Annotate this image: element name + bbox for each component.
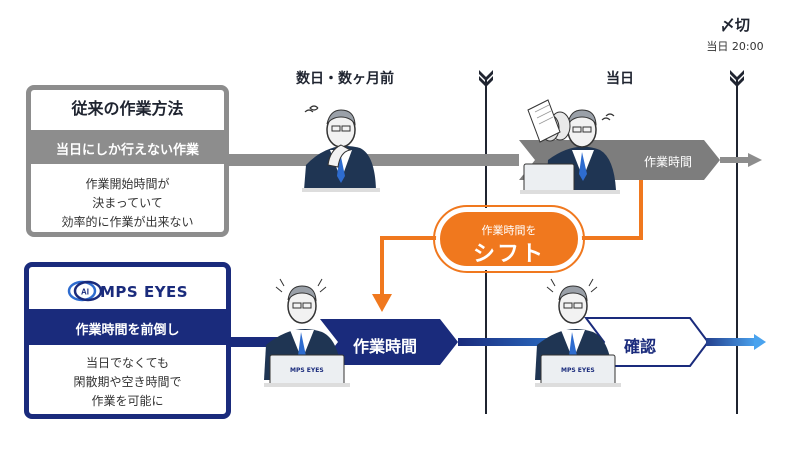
confirm-label: 確認 xyxy=(623,337,656,356)
mps-work-time-label: 作業時間 xyxy=(352,337,417,356)
days-before-label: 数日・数ヶ月前 xyxy=(296,71,394,87)
mps-band-text: 作業時間を前倒し xyxy=(75,323,180,338)
mps-logo-icon: AI xyxy=(67,280,103,302)
chevron-marker-today xyxy=(479,70,493,87)
mps-description: 当日でなくても 閑散期や空き時間で 作業を可能に xyxy=(73,356,182,408)
deadline-label: 〆切 xyxy=(719,16,750,34)
confirm-arrow xyxy=(584,317,710,367)
gray-timeline-bar-tail xyxy=(720,157,750,163)
traditional-band-text: 当日にしか行えない作業 xyxy=(55,143,199,158)
same-day-label: 当日 xyxy=(606,71,634,87)
traditional-title: 従来の作業方法 xyxy=(71,99,184,118)
blue-timeline-dashes xyxy=(458,338,586,346)
shift-main-label: シフト xyxy=(472,242,545,267)
blue-timeline-tail xyxy=(706,338,756,346)
laptop-screen-logo-2: MPS EYES xyxy=(561,367,595,374)
mps-logo-badge: AI xyxy=(81,288,89,297)
blue-timeline-arrowhead xyxy=(754,334,766,350)
mps-band-fill xyxy=(24,309,231,345)
shift-badge xyxy=(436,208,582,270)
worker-busy-illustration xyxy=(520,99,620,194)
worker-mps-illustration-2 xyxy=(535,278,621,387)
gray-timeline-bar xyxy=(229,154,519,166)
worker-thinking-illustration xyxy=(302,105,380,192)
worker-mps-illustration-1 xyxy=(264,278,350,387)
gray-timeline-arrowhead xyxy=(748,153,762,167)
traditional-band-fill xyxy=(26,130,229,164)
chevron-marker-deadline xyxy=(730,70,744,87)
shift-sub-label: 作業時間を xyxy=(481,224,537,237)
laptop-screen-logo-1: MPS EYES xyxy=(290,367,324,374)
traditional-work-time-label: 作業時間 xyxy=(643,155,692,169)
shift-arrowhead xyxy=(372,294,392,312)
traditional-description: 作業開始時間が 決まっていて 効率的に作業が出来ない xyxy=(61,177,194,229)
mps-logo-text: MPS EYES xyxy=(100,283,189,301)
deadline-time: 当日 20:00 xyxy=(706,40,764,53)
blue-work-time-arrow xyxy=(320,319,458,365)
